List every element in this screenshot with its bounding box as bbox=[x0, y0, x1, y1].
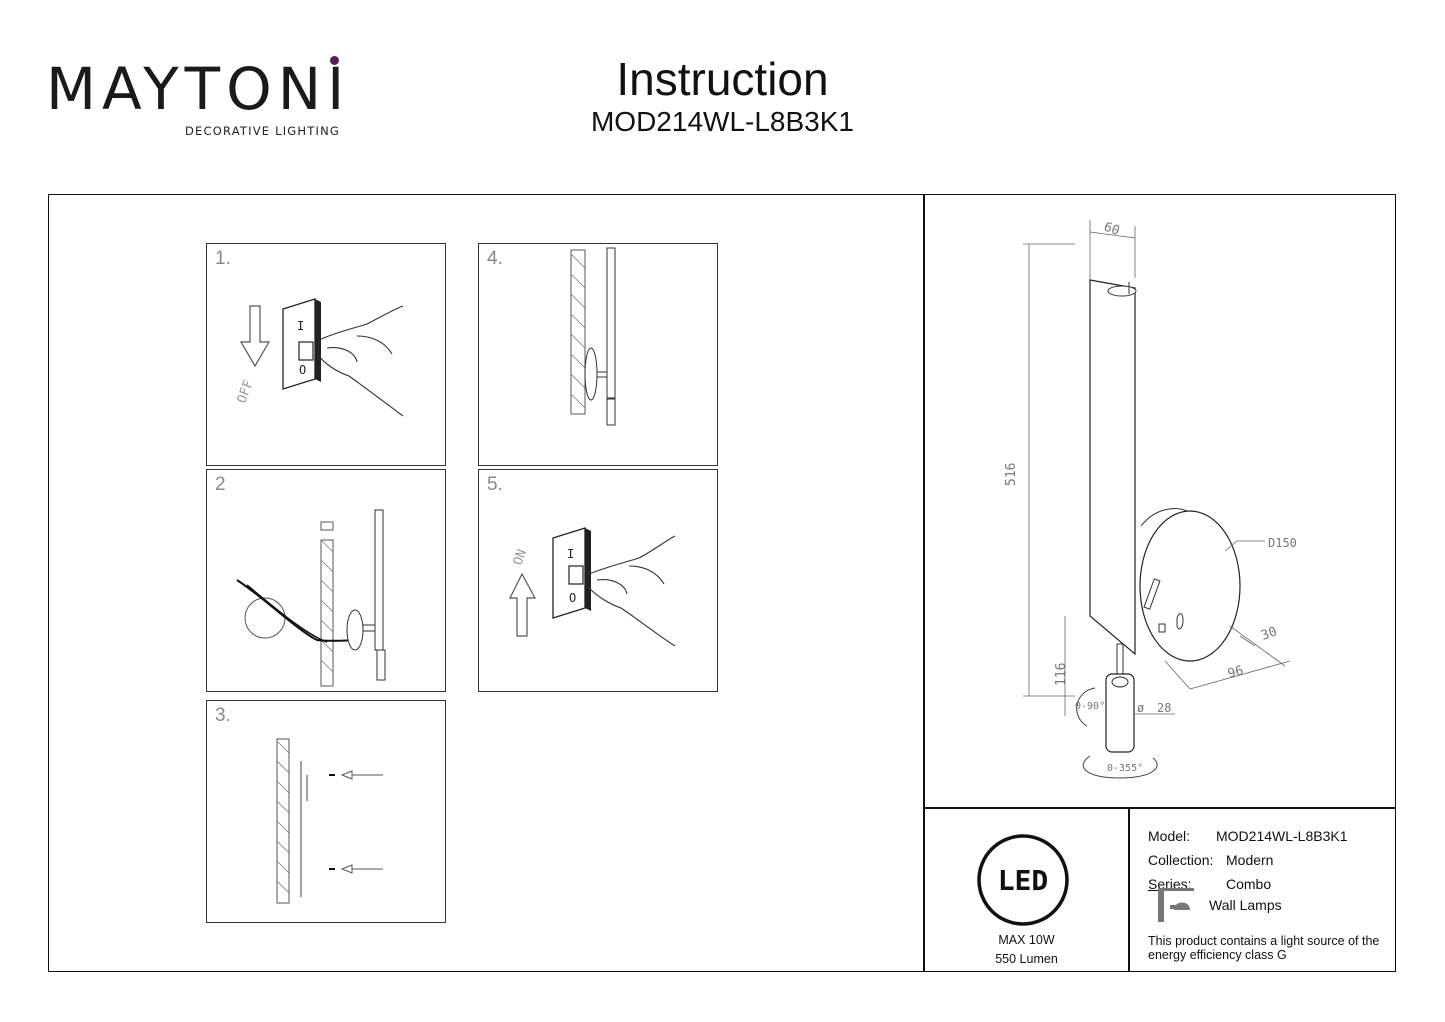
dim-projection: 96 bbox=[1226, 663, 1245, 682]
off-label: OFF bbox=[235, 378, 257, 405]
wall-lamp-icon bbox=[1158, 888, 1194, 922]
step-3-panel: 3. bbox=[206, 700, 446, 923]
spec-divider bbox=[1128, 807, 1130, 972]
dim-diameter: 28 bbox=[1157, 701, 1171, 715]
dim-base-depth: 30 bbox=[1259, 624, 1279, 643]
energy-class-note: This product contains a light source of … bbox=[1148, 934, 1380, 962]
on-label: ON bbox=[511, 548, 530, 568]
dim-lower-length: 116 bbox=[1054, 663, 1069, 686]
step-number: 2 bbox=[215, 474, 226, 495]
technical-drawing: 60 516 D150 30 96 116 ø 28 0-90° 0-355° bbox=[1004, 220, 1297, 779]
horizontal-divider bbox=[923, 807, 1396, 809]
step-number: 3. bbox=[215, 705, 231, 726]
led-badge-icon: LED bbox=[977, 834, 1069, 926]
switch-bottom-mark: O bbox=[299, 363, 306, 377]
brand-tagline: DECORATIVE LIGHTING bbox=[185, 124, 340, 138]
tilt-range: 0-90° bbox=[1075, 701, 1105, 712]
vertical-divider bbox=[923, 194, 925, 972]
model-value: MOD214WL-L8B3K1 bbox=[1216, 828, 1348, 844]
series-value: Combo bbox=[1226, 876, 1272, 892]
led-power: MAX 10W bbox=[998, 933, 1055, 947]
step-4-panel: 4. bbox=[478, 243, 718, 466]
page-title: Instruction bbox=[616, 53, 829, 105]
switch-top-mark: I bbox=[297, 319, 304, 333]
mounting-illustration bbox=[276, 738, 383, 904]
logo-accent-dot bbox=[330, 56, 339, 65]
rotation-range: 0-355° bbox=[1107, 763, 1143, 774]
step-2-panel: 2 bbox=[206, 469, 446, 692]
lamp-fitted-illustration bbox=[570, 247, 616, 426]
dim-height: 516 bbox=[1004, 463, 1019, 486]
lamp-type: Wall Lamps bbox=[1209, 897, 1282, 913]
switch-on-illustration: ON I O bbox=[509, 527, 676, 647]
switch-bottom-mark: O bbox=[569, 591, 576, 605]
switch-top-mark: I bbox=[567, 547, 574, 561]
switch-off-illustration: OFF I O bbox=[235, 298, 404, 417]
led-lumen: 550 Lumen bbox=[995, 952, 1058, 966]
brand-logo: MAYTONI bbox=[46, 55, 351, 123]
instruction-frame bbox=[48, 194, 1396, 972]
step-number: 1. bbox=[215, 248, 231, 269]
step-number: 4. bbox=[487, 248, 503, 269]
dim-width: 60 bbox=[1102, 220, 1122, 239]
step-5-panel: 5. ON I O bbox=[478, 469, 718, 692]
model-heading: MOD214WL-L8B3K1 bbox=[590, 106, 854, 137]
diameter-symbol: ø bbox=[1137, 701, 1144, 715]
down-arrow-icon bbox=[239, 305, 271, 368]
led-badge-text: LED bbox=[998, 864, 1049, 897]
dim-base-diameter: D150 bbox=[1268, 536, 1297, 550]
wiring-illustration bbox=[236, 509, 386, 687]
model-label: Model: bbox=[1148, 828, 1191, 844]
collection-value: Modern bbox=[1226, 852, 1274, 868]
collection-label: Collection: bbox=[1148, 852, 1214, 868]
step-1-panel: 1. OFF I O bbox=[206, 243, 446, 466]
up-arrow-icon bbox=[509, 572, 537, 637]
step-number: 5. bbox=[487, 474, 503, 495]
